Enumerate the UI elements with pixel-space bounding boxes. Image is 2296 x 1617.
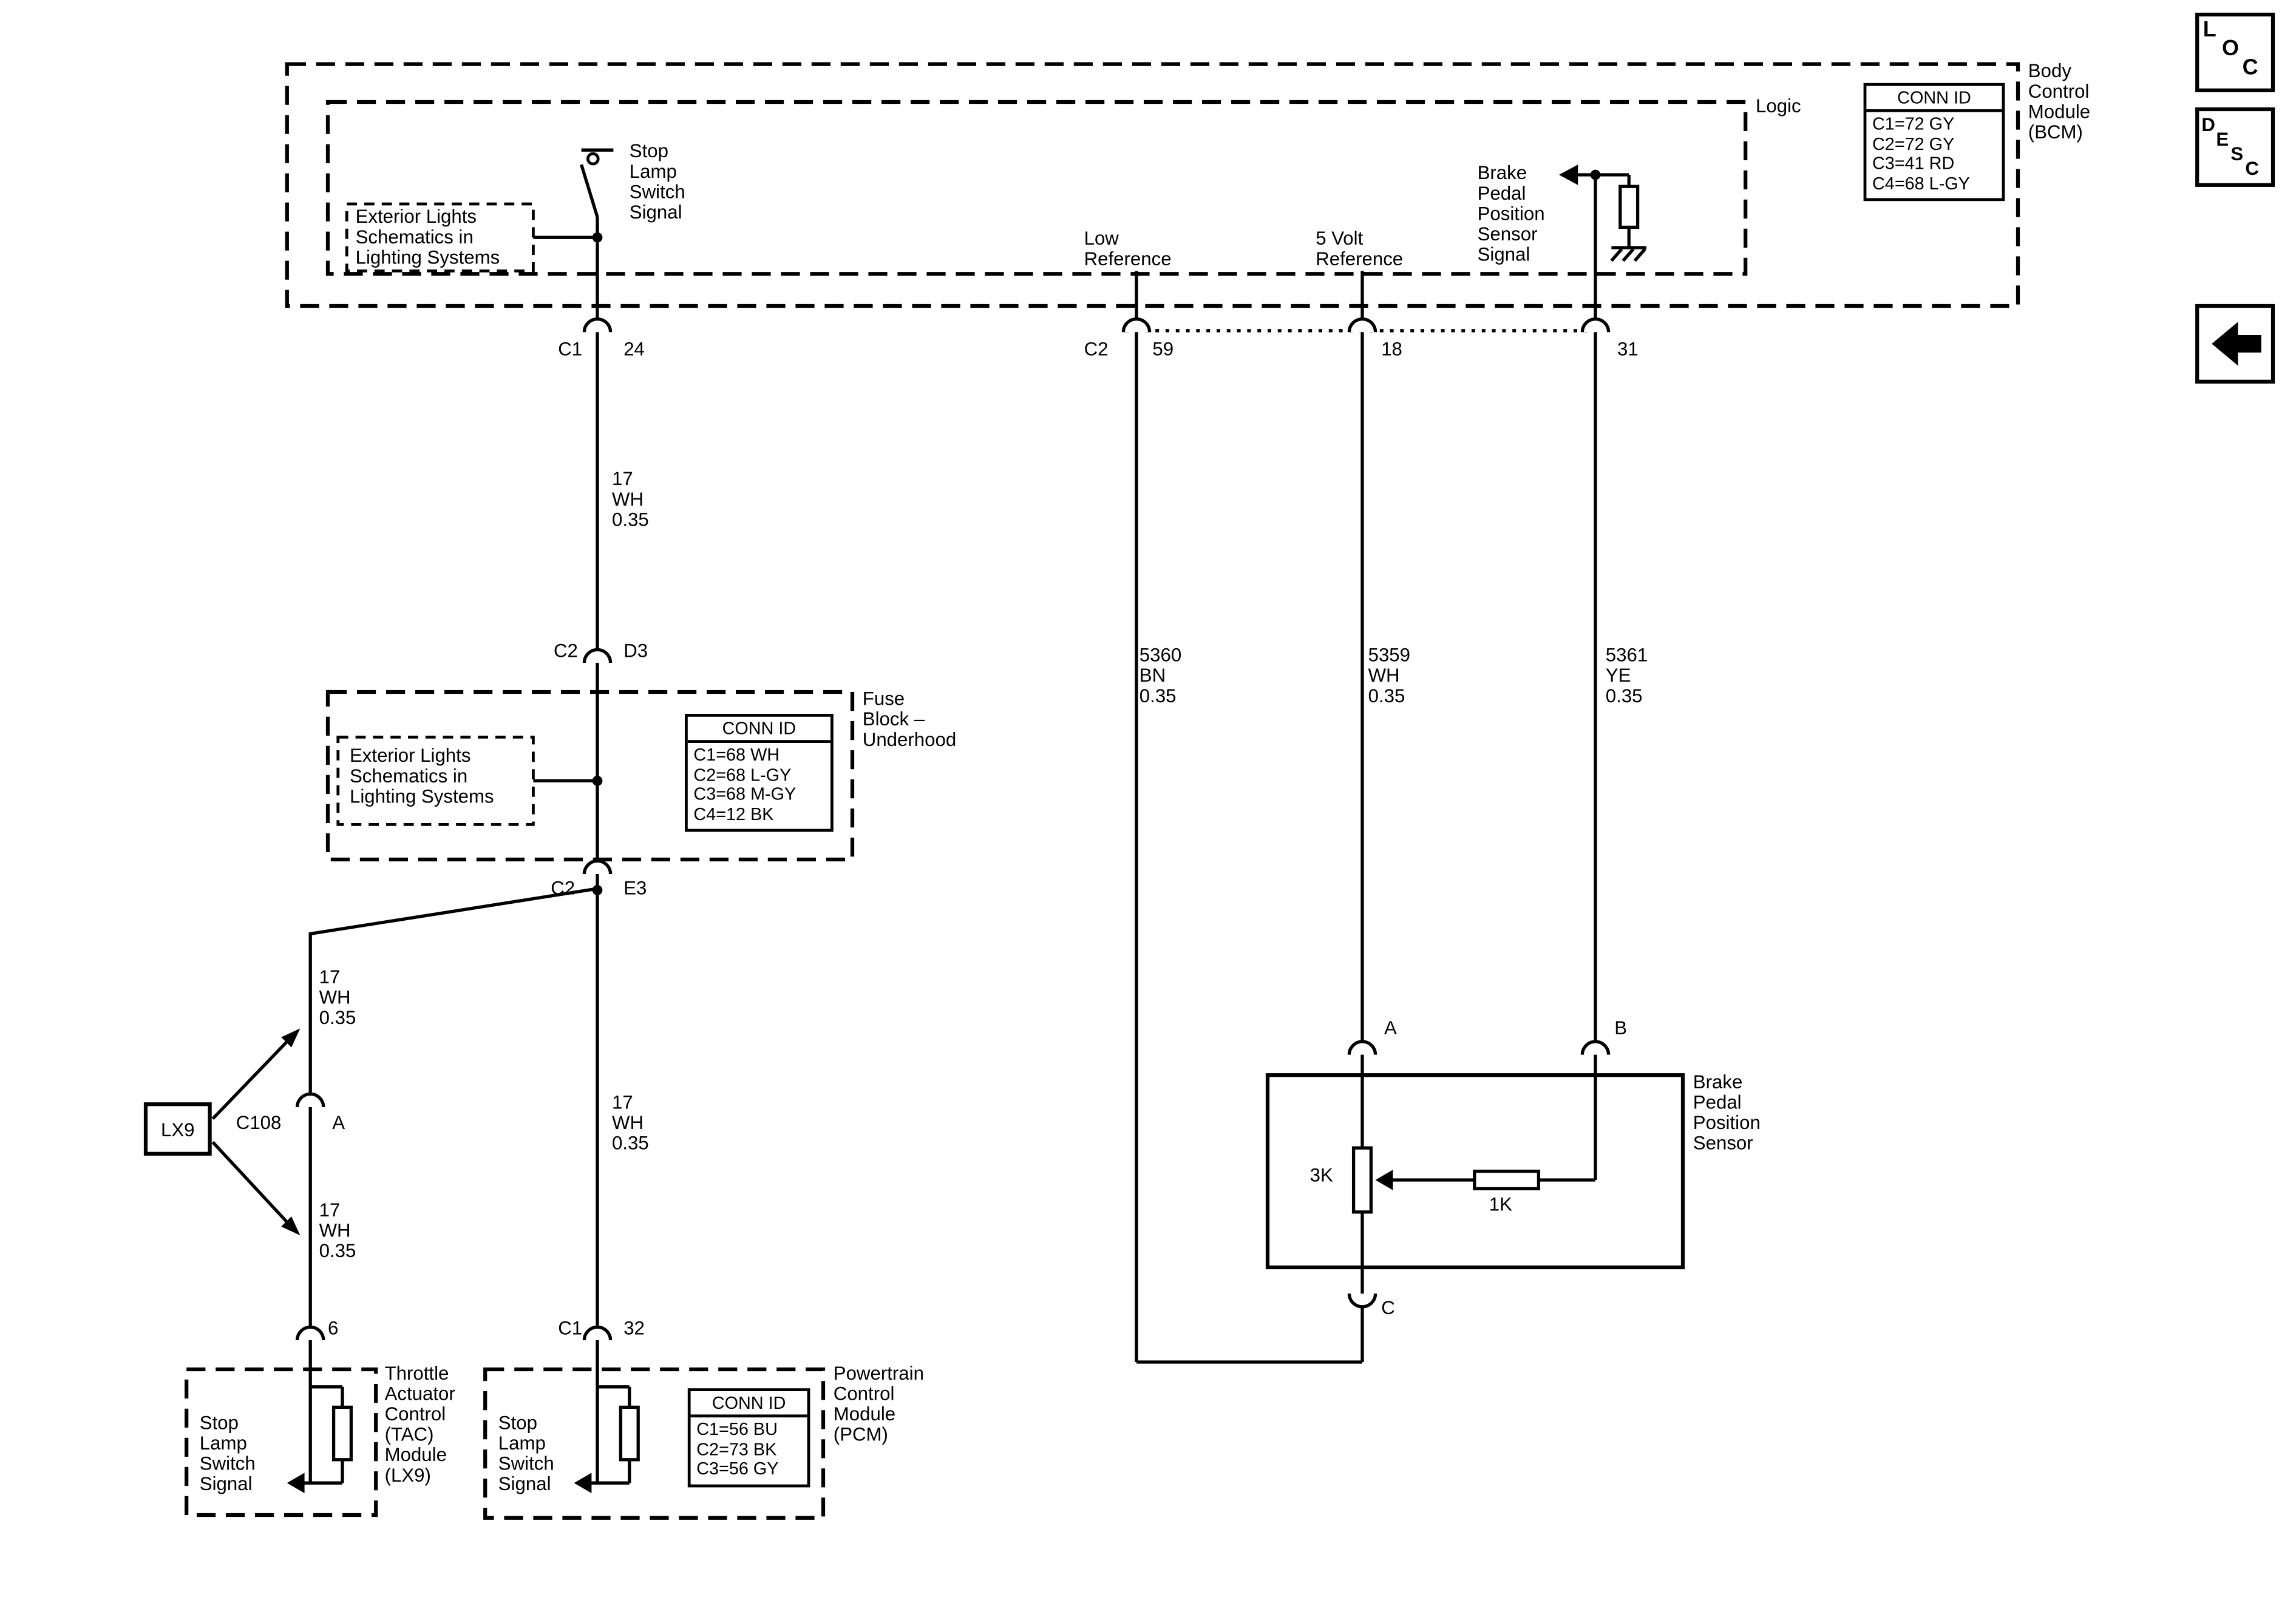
bcm-dashed-outline <box>285 62 2020 308</box>
pcm-conn-id-table: CONN ID C1=56 BU C2=73 BK C3=56 GY <box>687 1388 810 1487</box>
conn-id-row: C3=68 M-GY <box>693 784 796 804</box>
stop-lamp-switch-signal-label: Stop Lamp Switch Signal <box>629 140 685 223</box>
pin-label-d3: D3 <box>623 639 648 662</box>
pin-label-c2-e3: C2 <box>551 876 576 899</box>
desc-letter-1[interactable]: D <box>2201 114 2215 136</box>
lx9-label: LX9 <box>161 1118 195 1141</box>
pcm-module-label: Powertrain Control Module (PCM) <box>833 1362 924 1445</box>
desc-button-frame <box>2195 107 2275 187</box>
wire-label-5360bn: 5360 BN 0.35 <box>1139 643 1182 707</box>
logic-label: Logic <box>1756 95 1801 117</box>
back-arrow-icon <box>2212 322 2261 366</box>
conn-id-row: C1=56 BU <box>696 1419 778 1440</box>
bcm-title: Body Control Module (BCM) <box>2028 59 2091 143</box>
pin-label-24: 24 <box>623 337 645 360</box>
pin-label-c1: C1 <box>558 337 583 360</box>
exterior-lights-ref-box-top <box>345 202 603 273</box>
resistor-1k-label: 1K <box>1489 1193 1512 1215</box>
sensor-pin-b: B <box>1614 1017 1628 1039</box>
exterior-lights-ref-top: Exterior Lights Schematics in Lighting S… <box>355 205 500 268</box>
pin-label-a: A <box>332 1111 345 1134</box>
wire-low-reference-5360 <box>1135 271 1364 1364</box>
bcm-brake-signal-circuit <box>1559 164 1647 262</box>
brake-pedal-signal-label: Brake Pedal Position Sensor Signal <box>1477 161 1545 265</box>
desc-letter-3[interactable]: S <box>2230 143 2244 165</box>
pin-label-59: 59 <box>1152 337 1174 360</box>
loc-letter-2[interactable]: O <box>2222 36 2240 61</box>
conn-id-row: C3=41 RD <box>1872 153 1955 174</box>
pin-label-6: 6 <box>328 1317 339 1339</box>
pin-label-e3: E3 <box>623 876 647 899</box>
wire-label-17wh-left-upper: 17 WH 0.35 <box>319 966 356 1029</box>
tac-module-label: Throttle Actuator Control (TAC) Module (… <box>384 1362 455 1486</box>
bcm-conn-id-table: CONN ID C1=72 GY C2=72 GY C3=41 RD C4=68… <box>1863 83 2005 202</box>
wire-label-5359wh: 5359 WH 0.35 <box>1368 643 1411 707</box>
brake-pedal-position-sensor-box <box>1265 1073 1685 1270</box>
sensor-label: Brake Pedal Position Sensor <box>1693 1071 1761 1154</box>
conn-id-title: CONN ID <box>1866 86 2002 112</box>
wire-label-17wh-top: 17 WH 0.35 <box>612 467 649 531</box>
pcm-internal-circuit <box>574 1385 640 1493</box>
sensor-potentiometer <box>1351 1146 1541 1214</box>
pin-label-32: 32 <box>623 1317 645 1339</box>
low-reference-label: Low Reference <box>1084 227 1172 270</box>
pin-label-c2-d3: C2 <box>554 639 578 662</box>
lx9-callout-box <box>143 1028 301 1236</box>
conn-id-row: C4=12 BK <box>693 803 774 824</box>
sensor-pin-c: C <box>1381 1297 1395 1318</box>
wire-label-17wh-left-lower: 17 WH 0.35 <box>319 1199 356 1262</box>
desc-letter-2[interactable]: E <box>2216 128 2229 151</box>
loc-letter-1[interactable]: L <box>2203 17 2216 42</box>
five-volt-reference-label: 5 Volt Reference <box>1316 227 1404 270</box>
stop-lamp-switch-symbol <box>580 148 614 218</box>
pin-label-31: 31 <box>1617 337 1639 360</box>
conn-id-row: C2=73 BK <box>696 1439 777 1459</box>
pcm-stop-lamp-signal-label: Stop Lamp Switch Signal <box>498 1411 554 1495</box>
back-arrow-button-frame <box>2195 303 2275 384</box>
pin-label-18: 18 <box>1381 337 1402 360</box>
desc-letter-4[interactable]: C <box>2245 157 2259 180</box>
loc-letter-3[interactable]: C <box>2242 55 2258 80</box>
pin-label-pcm-c1: C1 <box>558 1317 583 1339</box>
sensor-pin-a: A <box>1384 1017 1397 1039</box>
loc-button-frame <box>2195 12 2275 92</box>
conn-id-row: C2=68 L-GY <box>693 764 792 785</box>
wire-sensor-signal-5361 <box>1375 175 1597 1190</box>
conn-id-row: C4=68 L-GY <box>1872 172 1970 193</box>
pin-label-c2: C2 <box>1084 337 1109 360</box>
tac-module-dashed-outline <box>185 1367 378 1517</box>
resistor-3k-label: 3K <box>1309 1164 1333 1186</box>
conn-id-row: C1=68 WH <box>693 744 780 765</box>
conn-id-row: C2=72 GY <box>1872 133 1955 154</box>
tac-internal-circuit <box>287 1385 353 1493</box>
fuse-conn-id-table: CONN ID C1=68 WH C2=68 L-GY C3=68 M-GY C… <box>685 714 834 832</box>
connector-label-c108: C108 <box>236 1111 282 1134</box>
wire-label-5361ye: 5361 YE 0.35 <box>1605 643 1648 707</box>
nav-icon-frames[interactable] <box>2195 12 2275 384</box>
wire-label-17wh-mid: 17 WH 0.35 <box>612 1091 649 1154</box>
conn-id-row: C1=72 GY <box>1872 114 1955 134</box>
wire-stop-lamp-main <box>308 217 603 1483</box>
exterior-lights-ref-fuse: Exterior Lights Schematics in Lighting S… <box>350 744 494 807</box>
fuse-block-label: Fuse Block – Underhood <box>862 687 957 750</box>
connector-terminals <box>295 317 1611 1341</box>
pcm-module-dashed-outline <box>483 1367 826 1520</box>
conn-id-title: CONN ID <box>687 717 830 743</box>
tac-stop-lamp-signal-label: Stop Lamp Switch Signal <box>199 1411 256 1495</box>
conn-id-title: CONN ID <box>690 1391 807 1418</box>
conn-id-row: C3=56 GY <box>696 1458 779 1479</box>
fuse-block-dashed-outline <box>325 690 855 862</box>
